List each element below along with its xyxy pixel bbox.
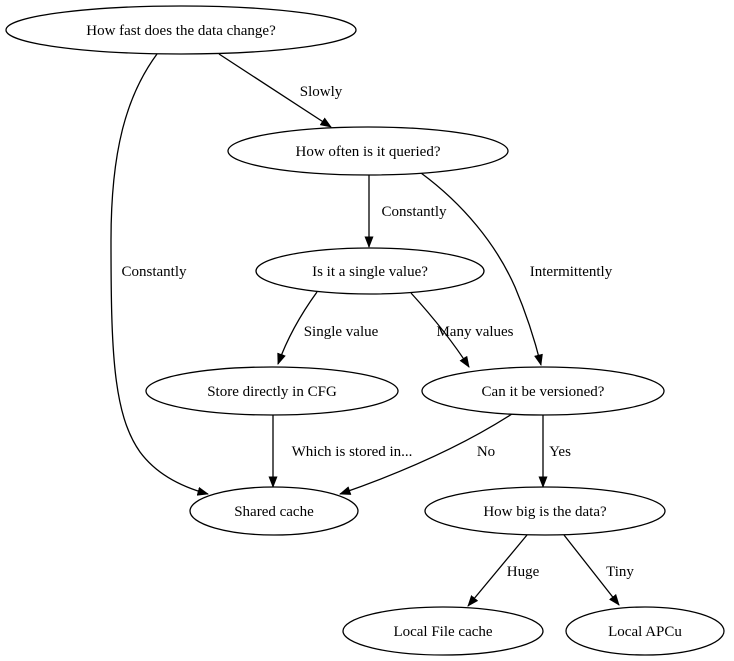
node-how-often-queried: How often is it queried? <box>227 126 509 176</box>
node-local-apcu: Local APCu <box>565 606 725 656</box>
node-is-single-value: Is it a single value? <box>255 247 485 295</box>
node-ellipse-local-apcu <box>565 606 725 656</box>
node-ellipse-how-fast-does-data-change <box>5 5 357 55</box>
node-ellipse-how-often-queried <box>227 126 509 176</box>
edge-tiny <box>563 534 620 606</box>
edge-label-constantly-middle: Constantly <box>381 204 447 220</box>
edge-label-constantly-left: Constantly <box>121 264 187 280</box>
edge-label-many-values: Many values <box>436 324 513 340</box>
node-label-is-single-value: Is it a single value? <box>312 264 428 280</box>
edge-label-huge: Huge <box>507 564 540 580</box>
node-how-big-is-data: How big is the data? <box>424 486 666 536</box>
edge-slowly <box>218 53 332 128</box>
node-ellipse-local-file-cache <box>342 606 544 656</box>
edge-label-slowly: Slowly <box>300 84 343 100</box>
edge-constantly-left <box>110 53 209 496</box>
node-ellipse-how-big-is-data <box>424 486 666 536</box>
node-label-local-file-cache: Local File cache <box>393 624 492 640</box>
edge-single-value <box>277 291 318 365</box>
node-local-file-cache: Local File cache <box>342 606 544 656</box>
edge-no <box>339 413 513 495</box>
node-label-how-often-queried: How often is it queried? <box>296 144 441 160</box>
edge-label-which-is-stored-in: Which is stored in... <box>292 444 413 460</box>
node-label-can-it-be-versioned: Can it be versioned? <box>482 384 605 400</box>
edge-label-no: No <box>477 444 495 460</box>
node-label-local-apcu: Local APCu <box>608 624 682 640</box>
node-store-directly-in-cfg: Store directly in CFG <box>145 366 399 416</box>
node-label-how-fast-does-data-change: How fast does the data change? <box>86 23 276 39</box>
edge-label-tiny: Tiny <box>606 564 634 580</box>
node-can-it-be-versioned: Can it be versioned? <box>421 366 665 416</box>
node-ellipse-store-directly-in-cfg <box>145 366 399 416</box>
edge-intermittently <box>420 172 543 366</box>
edge-label-single-value: Single value <box>304 324 379 340</box>
edge-many-values <box>410 292 470 368</box>
node-label-shared-cache: Shared cache <box>234 504 314 520</box>
node-label-how-big-is-data: How big is the data? <box>483 504 607 520</box>
node-label-store-directly-in-cfg: Store directly in CFG <box>207 384 337 400</box>
node-shared-cache: Shared cache <box>189 486 359 536</box>
node-ellipse-is-single-value <box>255 247 485 295</box>
edge-label-yes: Yes <box>549 444 571 460</box>
edge-label-intermittently: Intermittently <box>530 264 613 280</box>
edge-huge <box>467 534 528 607</box>
node-how-fast-does-data-change: How fast does the data change? <box>5 5 357 55</box>
node-ellipse-can-it-be-versioned <box>421 366 665 416</box>
node-ellipse-shared-cache <box>189 486 359 536</box>
